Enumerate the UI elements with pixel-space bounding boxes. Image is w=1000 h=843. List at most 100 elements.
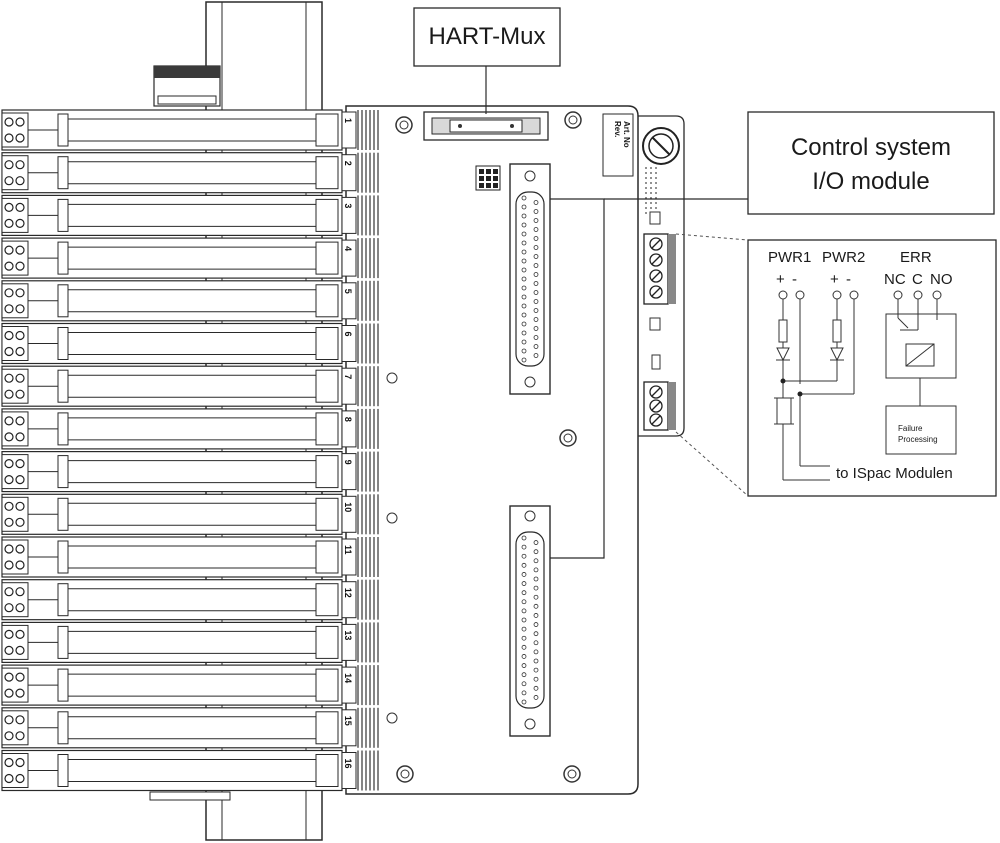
module-edge-stripes: [357, 451, 379, 492]
err-c: C: [912, 271, 923, 288]
sub-d-pin: [521, 581, 527, 586]
sub-d-pin: [533, 676, 539, 682]
slot-number: 1: [343, 118, 353, 123]
sub-d-pin: [533, 585, 539, 591]
sub-d-pin: [533, 353, 539, 358]
module-edge-stripes: [357, 707, 379, 748]
sub-d-pin: [533, 254, 539, 259]
sub-d-pin: [521, 348, 527, 354]
board-dot: [645, 212, 647, 214]
io-module: 4: [1, 237, 379, 279]
sub-d-pin: [533, 236, 539, 241]
art-no-text: Art. No: [622, 121, 631, 148]
led-1: [649, 211, 661, 225]
io-module: 8: [1, 408, 379, 450]
terminal-block-err: [643, 381, 676, 431]
sub-d-pin: [533, 308, 539, 313]
pwr2-plus: +: [830, 271, 839, 288]
slot-number: 3: [343, 203, 353, 208]
processing-label: Processing: [898, 435, 938, 444]
sub-d-pin: [521, 590, 527, 596]
schematic-wiring: [774, 299, 957, 481]
slot-number: 9: [343, 460, 353, 465]
board-dot: [650, 192, 652, 194]
slot-number: 15: [343, 716, 353, 726]
top-connector: [153, 65, 221, 107]
sub-d-pin: [533, 344, 539, 349]
sub-d-pin: [521, 617, 527, 623]
sub-d-pin: [521, 535, 527, 541]
sub-d-pin: [521, 357, 527, 363]
slot-number: 16: [343, 759, 353, 769]
screw-side-2: [386, 512, 398, 524]
slot-number: 7: [343, 374, 353, 379]
sub-d-pin: [533, 667, 539, 673]
io-module: 12: [1, 579, 379, 621]
sub-d-pin: [521, 663, 527, 668]
sub-d-pin: [521, 240, 527, 246]
sub-d-pin: [533, 594, 539, 600]
slot-number: 6: [343, 332, 353, 337]
sub-d-pin: [521, 339, 527, 345]
sub-d-pin: [533, 200, 539, 205]
module-edge-stripes: [357, 238, 379, 279]
terminal-screw: [649, 269, 663, 283]
sub-d-pin: [521, 672, 527, 678]
art-rev-label: Art. No Rev.: [602, 113, 634, 177]
io-module-label: I/O module: [812, 168, 929, 195]
board-dot: [655, 167, 657, 169]
io-module: 3: [1, 194, 379, 236]
hart-mux-connector: [423, 111, 549, 141]
sub-d-pin: [521, 572, 527, 577]
sub-d-pin: [533, 299, 539, 304]
slot-number: 2: [343, 161, 353, 166]
sub-d-pin: [521, 654, 527, 659]
module-edge-stripes: [357, 494, 379, 535]
sub-d-pin: [533, 549, 539, 555]
sub-d-pin: [521, 258, 527, 264]
fuse-holder: [642, 127, 680, 165]
sub-d-pin: [533, 326, 539, 331]
module-edge-stripes: [357, 366, 379, 407]
module-edge-stripes: [357, 323, 379, 364]
terminal-screw: [649, 413, 663, 427]
board-dot: [655, 192, 657, 194]
io-module: 13: [1, 621, 379, 664]
sub-d-pin: [533, 640, 539, 646]
board-dot: [645, 202, 647, 204]
led-3: [651, 354, 661, 370]
io-module: 16: [1, 749, 379, 792]
module-edge-stripes: [357, 537, 379, 577]
sub-d-pin: [521, 303, 527, 309]
screw-side-1: [386, 372, 398, 384]
jumper-header: [475, 165, 501, 191]
sub-d-pin: [521, 330, 527, 336]
sub-d-pin: [521, 562, 527, 568]
sub-d-pin: [521, 294, 527, 300]
sub-d-pin: [533, 218, 539, 223]
board-dot: [650, 172, 652, 174]
control-system-box: Control system I/O module: [747, 111, 995, 215]
board-dot: [655, 182, 657, 184]
io-module: 11: [1, 536, 379, 578]
module-edge-stripes: [357, 408, 379, 449]
screw-bottom-right: [563, 765, 581, 783]
board-dot: [655, 172, 657, 174]
io-module: 15: [1, 707, 379, 749]
sub-d-pin: [533, 317, 539, 322]
module-edge-stripes: [357, 750, 379, 791]
board-dot: [645, 172, 647, 174]
io-module: 5: [1, 280, 379, 322]
pwr2-minus: -: [846, 271, 851, 288]
err-no: NO: [930, 271, 953, 288]
board-dot: [655, 187, 657, 189]
sub-d-pin: [533, 685, 539, 691]
to-ispac-label: to ISpac Modulen: [836, 465, 953, 482]
terminal-screw: [649, 385, 663, 399]
screw-side-3: [386, 712, 398, 724]
board-dot: [655, 177, 657, 179]
sub-d-pin: [521, 544, 527, 550]
sub-d-pin: [521, 249, 527, 255]
sub-d-pin: [533, 227, 539, 232]
sub-d-pin: [521, 699, 527, 705]
